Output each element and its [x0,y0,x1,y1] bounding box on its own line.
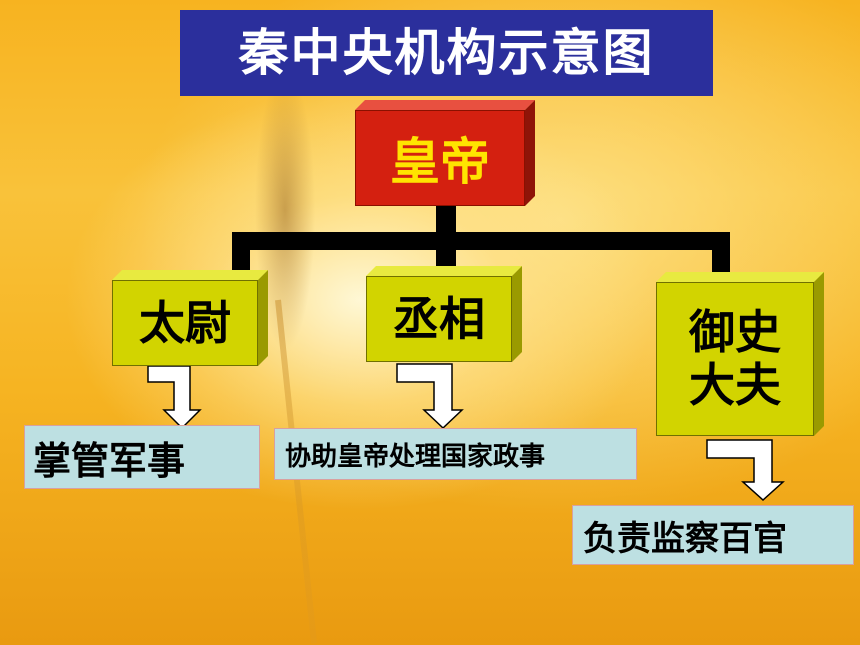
drop-connector-chengxiang [436,232,456,272]
minister-box-side [512,266,522,362]
minister-box-taiwei: 太尉 [112,270,268,366]
duty-box-taiwei: 掌管军事 [24,425,260,489]
arrow-chengxiang [396,363,464,430]
minister-label-yushi-line2: 大夫 [689,358,781,412]
horizontal-connector [232,232,730,250]
minister-box-yushi: 御史 大夫 [656,272,824,436]
minister-box-top [112,270,268,280]
minister-label-taiwei: 太尉 [112,280,258,366]
duty-box-yushi: 负责监察百官 [572,505,854,565]
minister-box-chengxiang: 丞相 [366,266,522,362]
minister-box-top [656,272,824,282]
emperor-box-side [525,100,535,206]
page-title: 秦中央机构示意图 [180,10,713,96]
minister-label-chengxiang: 丞相 [366,276,512,362]
drop-connector-taiwei [232,232,250,274]
minister-label-yushi: 御史 大夫 [656,282,814,436]
drop-connector-yushi [712,232,730,272]
emperor-label: 皇帝 [355,110,525,206]
minister-label-yushi-line1: 御史 [689,305,781,360]
emperor-box-top [355,100,535,110]
minister-box-side [258,270,268,366]
duty-box-chengxiang: 协助皇帝处理国家政事 [274,428,637,480]
arrow-yushi [706,439,785,502]
minister-box-top [366,266,522,276]
emperor-box: 皇帝 [355,100,535,206]
minister-box-side [814,272,824,436]
arrow-taiwei [147,365,202,430]
